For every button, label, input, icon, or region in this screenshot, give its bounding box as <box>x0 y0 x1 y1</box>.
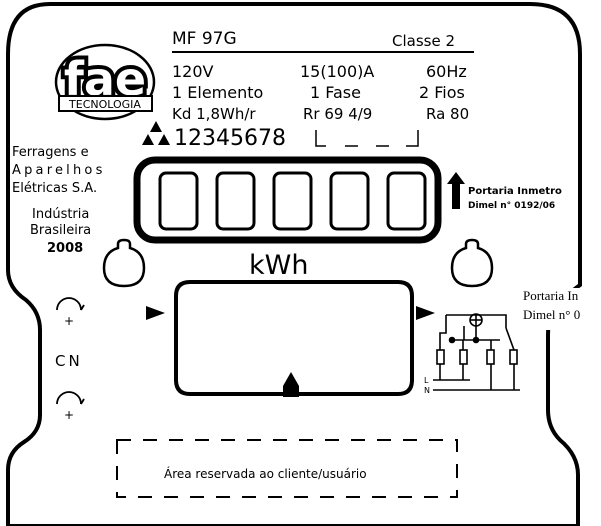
wires: 2 Fios <box>419 83 465 102</box>
disk-mark-icon <box>283 372 299 397</box>
company-line-1: Ferragens e <box>12 145 89 160</box>
adjust-symbol-lower-icon: + <box>56 391 85 422</box>
register-digit-box <box>215 171 256 231</box>
reserved-area-text: Área reservada ao cliente/usuário <box>164 466 367 481</box>
mounting-hole-left <box>102 238 146 288</box>
ra-constant: Ra 80 <box>426 105 469 123</box>
phases: 1 Fase <box>310 83 361 102</box>
current-rating: 15(100)A <box>300 62 374 81</box>
cn-label: CN <box>55 352 83 370</box>
register-unit: kWh <box>249 250 308 281</box>
register-digit-box <box>158 171 199 231</box>
register-digit-box <box>386 171 427 231</box>
frequency: 60Hz <box>426 62 467 81</box>
voltage: 120V <box>172 62 214 81</box>
disk-window <box>174 280 414 396</box>
terminal-n-label: N <box>424 386 430 395</box>
register-window <box>133 156 442 244</box>
logo-subtext: TECNOLOGIA <box>68 98 141 111</box>
adjust-symbol-upper-icon: + <box>56 297 85 328</box>
company-line-2: Aparelhos <box>12 163 106 178</box>
portaria-line-1: Portaria Inmetro <box>468 186 562 197</box>
wiring-diagram <box>433 313 520 391</box>
portaria-overflow-line-2: Dimel n° 0 <box>523 307 581 322</box>
manufacture-year: 2008 <box>47 241 83 256</box>
kd-constant: Kd 1,8Wh/r <box>172 105 256 123</box>
serial-blank-field <box>315 130 419 147</box>
elements: 1 Elemento <box>172 83 263 102</box>
accuracy-class: Classe 2 <box>392 32 455 50</box>
origin-line-1: Indústria <box>32 207 89 222</box>
fae-logo: fae TECNOLOGIA <box>54 43 156 121</box>
rr-constant: Rr 69 4/9 <box>303 105 372 123</box>
portaria-overflow-line-1: Portaria In <box>523 288 579 303</box>
portaria-line-2: Dimel n° 0192/06 <box>468 201 555 211</box>
svg-text:+: + <box>64 408 74 422</box>
mounting-hole-right <box>450 238 494 288</box>
origin-line-2: Brasileira <box>30 223 91 238</box>
svg-text:+: + <box>64 314 74 328</box>
model-number: MF 97G <box>172 29 237 49</box>
right-arrow-icon <box>416 306 435 320</box>
register-digit-box <box>329 171 370 231</box>
overflow-background <box>521 288 601 330</box>
diamond-mark-icon <box>142 121 170 145</box>
register-digits <box>158 171 427 231</box>
reserved-area-border <box>116 439 458 498</box>
register-digit-box <box>272 171 313 231</box>
left-arrow-icon <box>146 306 165 320</box>
up-arrow-icon <box>447 172 465 209</box>
company-line-3: Elétricas S.A. <box>12 181 97 196</box>
serial-number: 12345678 <box>174 126 286 151</box>
terminal-l-label: L <box>424 376 429 385</box>
spec-block: MF 97G Classe 2 120V 15(100)A 60Hz 1 Ele… <box>172 29 474 123</box>
